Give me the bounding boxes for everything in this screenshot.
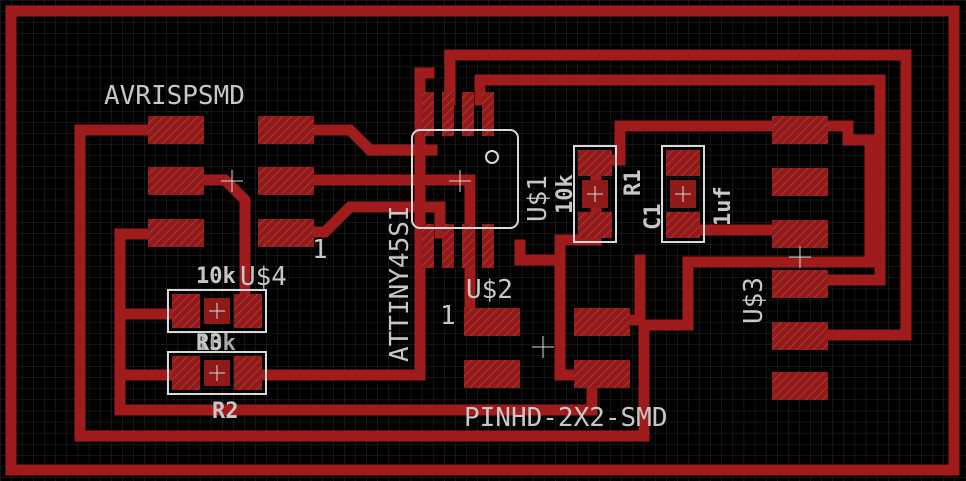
- r2-part: [167, 351, 267, 395]
- origin-markers: [209, 170, 811, 381]
- pad-avr-5: [148, 219, 204, 247]
- pad-avr-1: [148, 116, 204, 144]
- r1-part: [573, 145, 617, 243]
- attiny-pads: [422, 92, 494, 268]
- us3-pads: [772, 116, 828, 400]
- label-us1: U$1: [523, 175, 553, 222]
- pad-pinhd-1: [464, 308, 520, 336]
- trace-r2-right: [234, 67, 435, 381]
- label-pinhd: PINHD-2X2-SMD: [464, 403, 668, 433]
- attiny-outline: [411, 129, 519, 229]
- r3-part: [167, 289, 267, 333]
- pad-avr-2: [258, 116, 314, 144]
- trace-top: [279, 124, 438, 156]
- label-r1: R1: [621, 170, 646, 197]
- pinhd-pads: [464, 308, 630, 388]
- trace-right-inner: [474, 74, 886, 286]
- label-c1: C1: [641, 204, 666, 231]
- copper-traces: [5, 5, 960, 476]
- label-us4: U$4: [240, 262, 287, 292]
- label-r3: R3: [196, 331, 223, 356]
- avrispsmd-pads: [148, 116, 314, 247]
- pad-avr-6: [258, 219, 314, 247]
- label-avrispsmd: AVRISPSMD: [104, 81, 245, 111]
- pad-pinhd-4: [574, 360, 630, 388]
- pad-avr-4: [258, 167, 314, 195]
- board-outline-trace: [5, 5, 960, 476]
- trace-left-loop: [74, 120, 876, 442]
- trace-pin-mid: [514, 239, 566, 266]
- label-us2: U$2: [466, 275, 513, 305]
- label-c1-value: 1uf: [711, 186, 736, 226]
- label-r2-value: 10k: [196, 331, 236, 356]
- label-us3: U$3: [739, 277, 769, 324]
- pad-avr-3: [148, 167, 204, 195]
- label-us4-pin1: 1: [312, 235, 328, 265]
- label-r1-value: 10k: [553, 174, 578, 214]
- label-r2: R2: [212, 399, 239, 424]
- label-attiny: ATTINY45SI: [385, 205, 415, 362]
- pad-pinhd-3: [464, 360, 520, 388]
- label-us2-pin1: 1: [440, 301, 456, 331]
- trace-top-loop: [444, 49, 912, 341]
- label-r3-value: 10k: [196, 264, 236, 289]
- pad-pinhd-2: [574, 308, 630, 336]
- trace-us4-mid: [199, 174, 251, 306]
